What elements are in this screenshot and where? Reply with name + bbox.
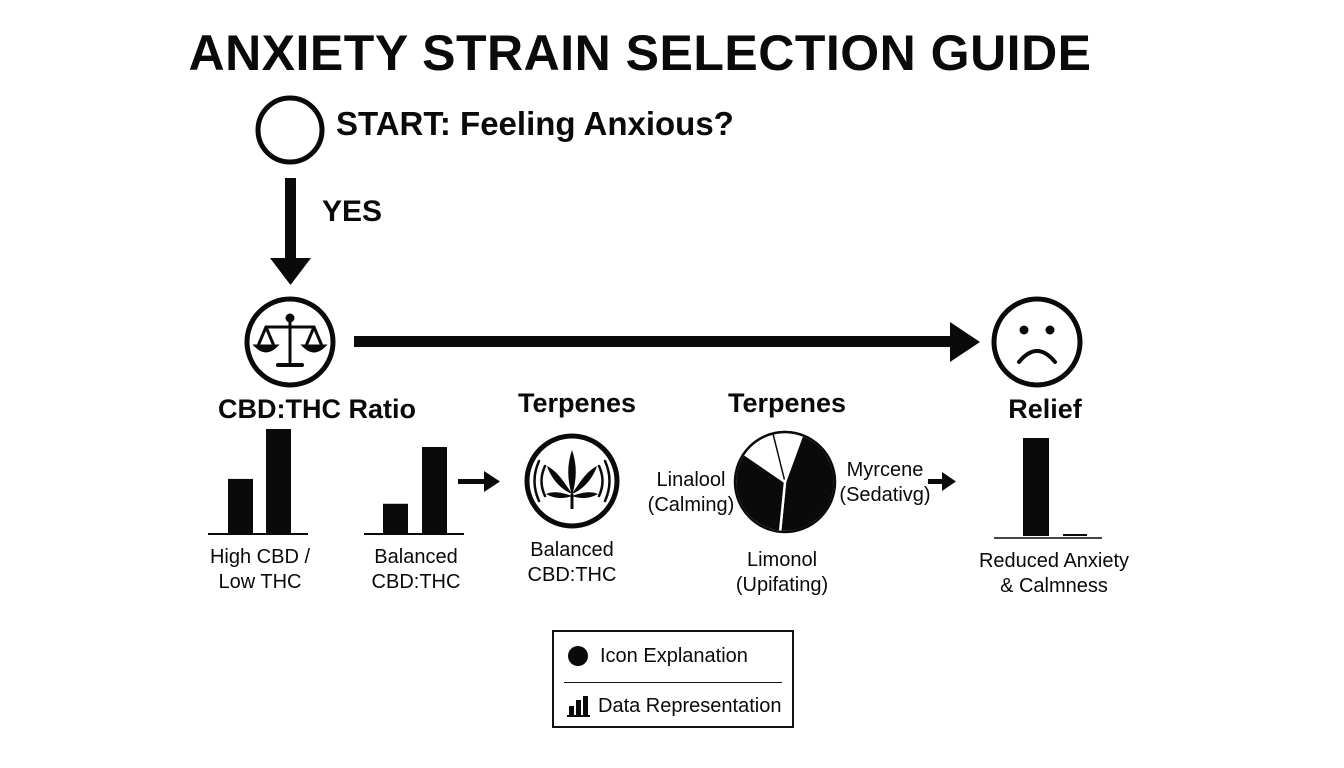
relief-node-circle[interactable] [991, 296, 1083, 388]
ratio-option-2-bar-thc [422, 447, 447, 533]
terpenes-icon-node-label: Balanced CBD:THC [508, 538, 636, 588]
outcome-label: Reduced Anxiety & Calmness [974, 549, 1134, 599]
pie-outline [733, 430, 837, 534]
ratio-option-1-bar-cbd [228, 478, 253, 533]
relief-node-label: Relief [1008, 394, 1082, 424]
ratio-to-relief-arrow [354, 322, 980, 362]
filled-circle-icon [568, 646, 588, 666]
pie-label-linalool: Linalool (Calming) [644, 468, 738, 518]
ratio-option-1-bar-thc [266, 429, 291, 533]
legend-item-icon-explanation: Icon Explanation [566, 644, 748, 668]
ratio-option-2-line2: CBD:THC [371, 571, 461, 593]
ratio-option-1-chart [208, 429, 308, 535]
terpenes-icon-node-line2: CBD:THC [527, 564, 617, 586]
pie-label-limonol-line1: Limonol [746, 549, 818, 571]
legend-box: Icon Explanation Data Representation [552, 630, 794, 728]
outcome-bar-1 [1023, 438, 1049, 536]
legend-divider [564, 682, 782, 683]
legend-item-data-representation-label: Data Representation [598, 694, 782, 717]
yes-label: YES [322, 195, 383, 228]
pie-label-myrcene: Myrcene (Sedativg) [834, 458, 936, 508]
outcome-label-line1: Reduced Anxiety [978, 550, 1130, 572]
option-to-terpenes-arrow [458, 471, 500, 492]
outcome-bar-2 [1063, 534, 1087, 536]
pie-label-linalool-line1: Linalool [656, 469, 726, 491]
pie-label-limonol-line2: (Upifating) [735, 574, 829, 596]
page-title: ANXIETY STRAIN SELECTION GUIDE [188, 25, 1092, 81]
ratio-option-1-label: High CBD / Low THC [196, 545, 324, 595]
start-node-circle[interactable] [255, 95, 325, 165]
legend-item-icon-explanation-label: Icon Explanation [600, 644, 748, 667]
pie-slice-linalool-divider [772, 433, 786, 483]
outcome-label-line2: & Calmness [1000, 575, 1108, 597]
terpenes-pie-heading: Terpenes [727, 388, 847, 418]
start-label: START: Feeling Anxious? [336, 105, 734, 142]
ratio-option-1-line2: Low THC [218, 571, 302, 593]
terpenes-icon-node-line1: Balanced [530, 539, 614, 561]
yes-arrow [270, 178, 311, 285]
ratio-node-label: CBD:THC Ratio [218, 394, 416, 424]
bar-chart-icon [567, 696, 590, 717]
terpenes-icon-heading: Terpenes [517, 388, 637, 418]
terpenes-pie-chart [733, 430, 837, 534]
ratio-option-2-bar-cbd [383, 503, 408, 533]
legend-item-data-representation: Data Representation [566, 694, 781, 718]
pie-label-myrcene-line2: (Sedativg) [839, 484, 931, 506]
terpenes-to-outcome-arrow [928, 472, 956, 491]
cannabis-leaf-icon [533, 450, 611, 509]
ratio-option-2-chart [364, 447, 464, 535]
pie-label-myrcene-line1: Myrcene [846, 459, 924, 481]
ratio-option-2-label: Balanced CBD:THC [352, 545, 480, 595]
ratio-option-2-line1: Balanced [374, 546, 458, 568]
pie-label-limonol: Limonol (Upifating) [722, 548, 842, 598]
balance-scale-icon [252, 313, 328, 367]
outcome-chart [994, 438, 1102, 539]
frowning-face-icon [1017, 325, 1057, 364]
ratio-option-1-line1: High CBD / [209, 546, 311, 568]
pie-label-linalool-line2: (Calming) [647, 494, 735, 516]
